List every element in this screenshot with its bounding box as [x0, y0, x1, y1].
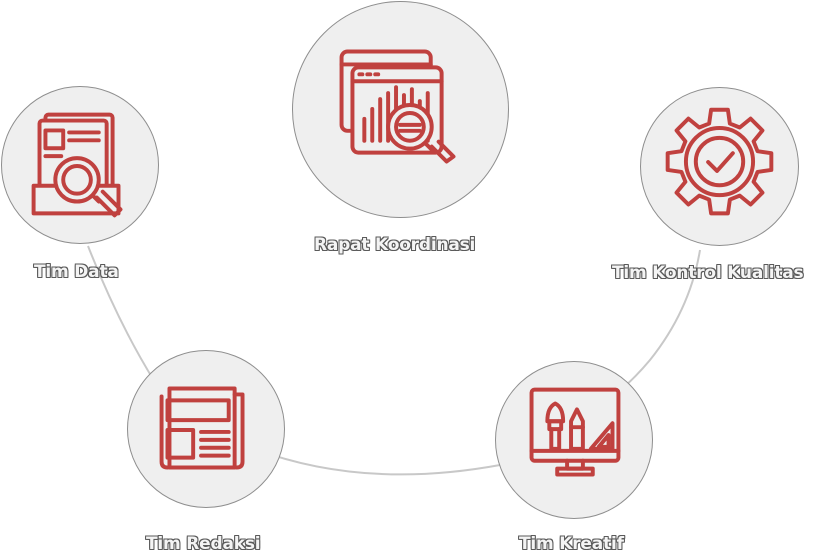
node-tim-kreatif [495, 361, 653, 519]
node-tim-data [1, 86, 159, 244]
label-tim-kontrol-kualitas: Tim Kontrol Kualitas [612, 263, 804, 283]
document-search-icon [31, 112, 123, 218]
node-rapat-koordinasi [292, 1, 509, 218]
analytics-magnifier-icon [339, 49, 456, 164]
newspaper-icon [159, 386, 245, 470]
node-tim-kontrol-kualitas [640, 87, 799, 246]
label-tim-redaksi: Tim Redaksi [146, 534, 261, 554]
label-tim-data: Tim Data [34, 262, 119, 282]
label-tim-kreatif: Tim Kreatif [519, 534, 624, 554]
gear-check-icon [665, 107, 774, 216]
design-monitor-icon [529, 387, 621, 477]
node-tim-redaksi [127, 350, 285, 508]
label-rapat-koordinasi: Rapat Koordinasi [314, 235, 476, 255]
